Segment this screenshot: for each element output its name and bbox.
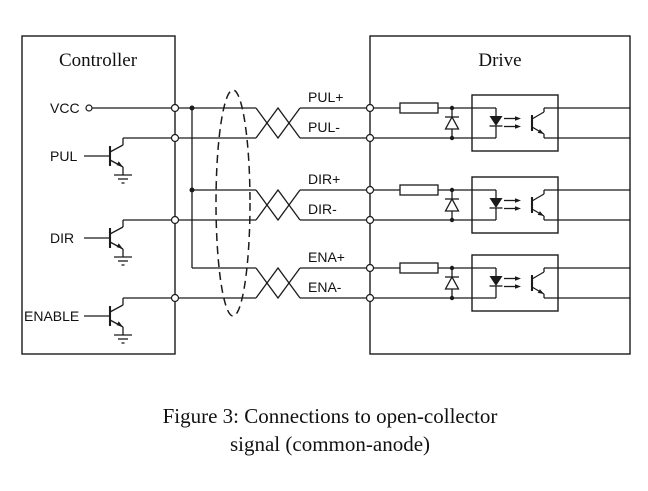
vcc-terminal xyxy=(85,104,93,112)
twisted-pair-dir xyxy=(255,189,301,221)
vcc-label: VCC xyxy=(50,100,80,116)
twisted-pair-ena xyxy=(255,267,301,299)
dir-plus-label: DIR+ xyxy=(308,171,340,187)
wires-right xyxy=(300,107,370,299)
controller-title: Controller xyxy=(59,50,138,71)
ena-plus-label: ENA+ xyxy=(308,249,345,265)
figure-caption-line2: signal (common-anode) xyxy=(230,432,430,456)
dir-transistor xyxy=(82,218,134,267)
wires-left xyxy=(92,105,256,299)
pul-transistor xyxy=(82,136,134,185)
cable-shield-ellipse xyxy=(215,89,251,317)
figure-caption-line1: Figure 3: Connections to open-collector xyxy=(163,404,498,428)
pul-plus-label: PUL+ xyxy=(308,89,343,105)
controller-terminals xyxy=(170,103,180,303)
twisted-pair-pul xyxy=(255,107,301,139)
dir-label: DIR xyxy=(50,230,74,246)
controller-box xyxy=(21,35,176,355)
pul-minus-label: PUL- xyxy=(308,119,340,135)
drive-title: Drive xyxy=(478,50,521,71)
opto-circuit-ena xyxy=(365,253,632,313)
junction-dot xyxy=(189,187,195,193)
opto-circuit-dir xyxy=(365,175,632,235)
pul-label: PUL xyxy=(50,148,77,164)
junction-dot xyxy=(189,105,195,111)
opto-circuit-pul xyxy=(365,93,632,153)
enable-label: ENABLE xyxy=(24,308,79,324)
enable-transistor xyxy=(82,296,134,345)
dir-minus-label: DIR- xyxy=(308,201,337,217)
drive-box xyxy=(369,35,631,355)
ena-minus-label: ENA- xyxy=(308,279,342,295)
